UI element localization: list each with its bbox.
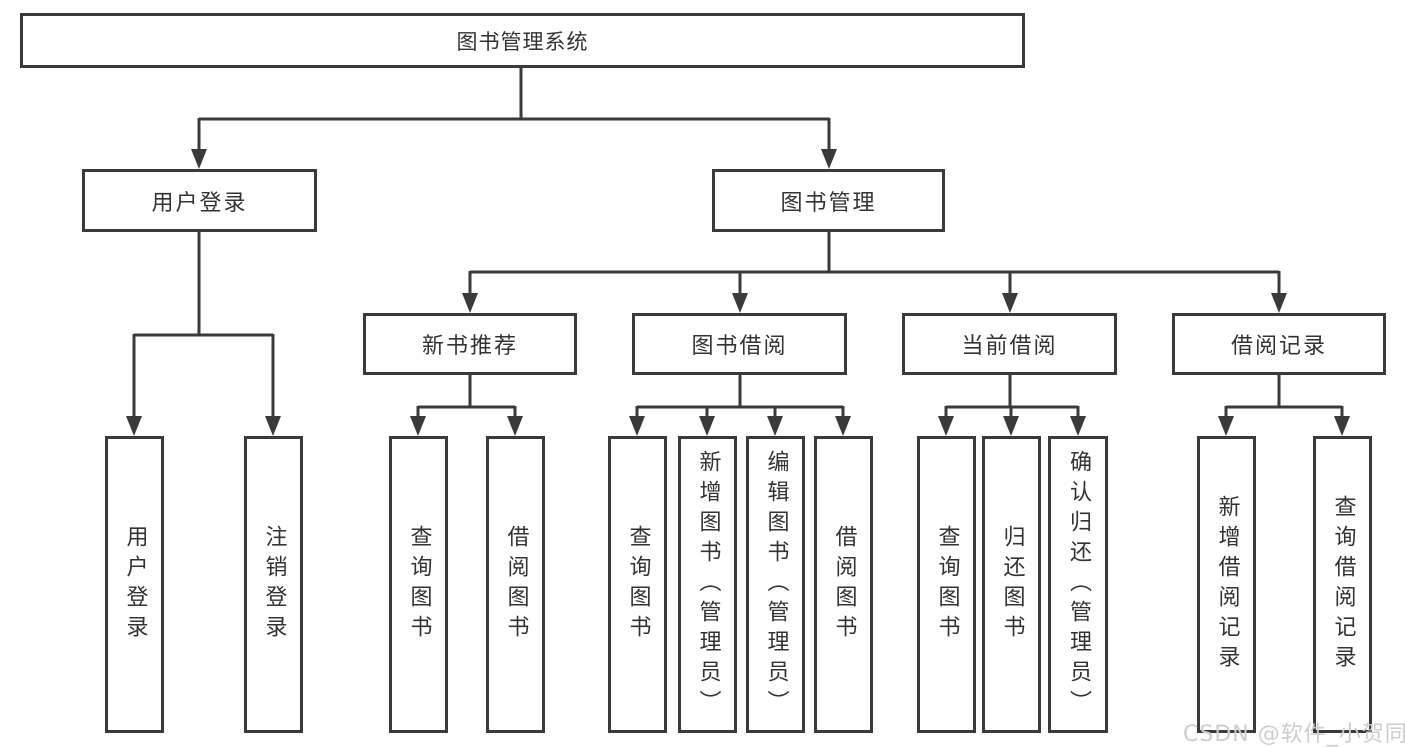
leaf-user-login: 用户登录 <box>105 436 164 733</box>
leaf-query-borrow-record: 查询借阅记录 <box>1313 436 1372 733</box>
node-book-management: 图书管理 <box>712 169 945 232</box>
leaf-add-borrow-record: 新增借阅记录 <box>1197 436 1256 733</box>
leaf-user-login-label: 用户登录 <box>122 524 148 645</box>
node-borrowing-records: 借阅记录 <box>1172 313 1386 375</box>
leaf-return-books: 归还图书 <box>982 436 1041 733</box>
leaf-add-borrow-record-label: 新增借阅记录 <box>1214 494 1240 675</box>
node-library-system: 图书管理系统 <box>20 13 1025 68</box>
leaf-query-books-recommend: 查询图书 <box>389 436 448 733</box>
leaf-query-books-borrowing-label: 查询图书 <box>625 524 651 645</box>
node-current-borrowing: 当前借阅 <box>902 313 1117 375</box>
node-user-login-group: 用户登录 <box>82 169 317 232</box>
arrowheads <box>126 149 1350 436</box>
leaf-add-books-admin-label: 新增图书（管理员） <box>695 449 721 720</box>
node-new-book-recommend-label: 新书推荐 <box>421 334 518 359</box>
node-new-book-recommend: 新书推荐 <box>363 313 577 375</box>
node-current-borrowing-label: 当前借阅 <box>961 334 1058 359</box>
leaf-borrow-books-recommend-label: 借阅图书 <box>503 524 529 645</box>
leaf-logout-login: 注销登录 <box>244 436 303 733</box>
leaf-query-borrow-record-label: 查询借阅记录 <box>1330 494 1356 675</box>
leaf-borrow-books-borrowing-label: 借阅图书 <box>831 524 857 645</box>
node-book-borrowing-label: 图书借阅 <box>691 334 788 359</box>
leaf-query-books-recommend-label: 查询图书 <box>406 524 432 645</box>
leaf-return-books-label: 归还图书 <box>999 524 1025 645</box>
leaf-edit-books-admin: 编辑图书（管理员） <box>746 436 805 733</box>
node-user-login-group-label: 用户登录 <box>151 190 248 216</box>
node-borrowing-records-label: 借阅记录 <box>1230 334 1327 359</box>
leaf-query-books-current-label: 查询图书 <box>934 524 960 645</box>
leaf-confirm-return-admin-label: 确认归还（管理员） <box>1066 449 1091 720</box>
node-book-borrowing: 图书借阅 <box>632 313 847 375</box>
leaf-borrow-books-recommend: 借阅图书 <box>486 436 545 733</box>
leaf-add-books-admin: 新增图书（管理员） <box>678 436 737 733</box>
leaf-borrow-books-borrowing: 借阅图书 <box>814 436 873 733</box>
leaf-confirm-return-admin: 确认归还（管理员） <box>1048 436 1108 733</box>
leaf-query-books-borrowing: 查询图书 <box>608 436 667 733</box>
leaf-edit-books-admin-label: 编辑图书（管理员） <box>763 449 789 720</box>
node-library-system-label: 图书管理系统 <box>456 29 589 54</box>
leaf-logout-login-label: 注销登录 <box>261 524 287 645</box>
leaf-query-books-current: 查询图书 <box>917 436 976 733</box>
node-book-management-label: 图书管理 <box>780 190 877 216</box>
